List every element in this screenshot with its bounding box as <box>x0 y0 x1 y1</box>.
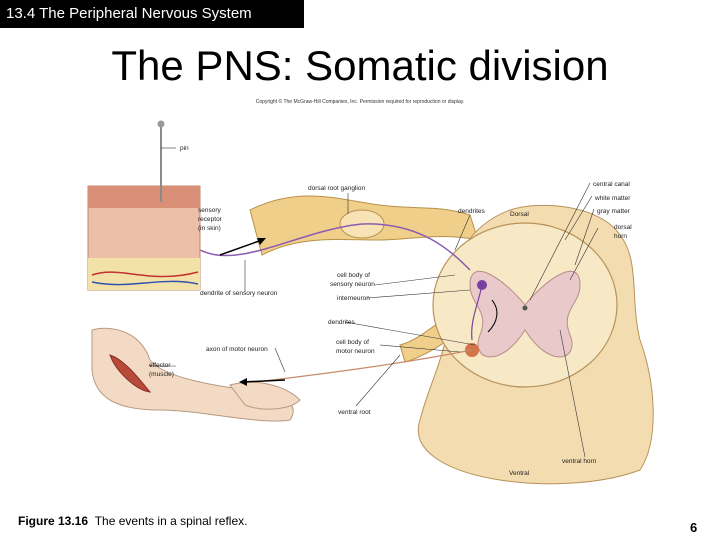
label-white-matter: white matter <box>594 195 631 202</box>
label-cell-body-sensory-1: cell body of <box>337 272 370 279</box>
hand <box>229 381 301 410</box>
label-interneuron: interneuron <box>337 295 370 302</box>
label-dorsal-horn-1: dorsal <box>614 224 632 231</box>
arrow-interneuron <box>487 299 498 333</box>
label-cell-body-motor-2: motor neuron <box>336 348 375 355</box>
copyright-notice: Copyright © The McGraw-Hill Companies, I… <box>255 99 465 105</box>
effector-muscle <box>109 354 152 393</box>
skin-vein <box>91 280 199 286</box>
label-gray-matter: gray matter <box>597 208 631 215</box>
figure-caption: Figure 13.16 The events in a spinal refl… <box>18 514 247 528</box>
leader-lines <box>150 147 599 458</box>
arrowhead-sensory <box>257 238 266 245</box>
label-dorsal: Dorsal <box>510 211 529 218</box>
section-header-bar <box>0 0 304 28</box>
figure-caption-text: The events in a spinal reflex. <box>94 514 248 528</box>
label-cell-body-sensory-2: sensory neuron <box>330 281 375 288</box>
gray-matter-shape <box>469 270 581 358</box>
pin-head <box>157 120 165 128</box>
label-dorsal-horn-2: horn <box>614 233 627 240</box>
label-sensory-receptor-3: (in skin) <box>198 225 221 232</box>
label-ventral: Ventral <box>509 470 530 477</box>
figure-number: Figure 13.16 <box>18 514 89 528</box>
label-sensory-receptor-1: sensory <box>198 207 222 214</box>
arrow-motor <box>242 379 286 383</box>
label-pin: pin <box>180 145 189 152</box>
central-canal-dot <box>522 305 528 311</box>
label-effector-1: effector <box>149 362 171 369</box>
label-dendrites-top: dendrites <box>458 208 485 215</box>
label-axon-motor: axon of motor neuron <box>206 346 268 353</box>
label-effector-2: (muscle) <box>149 371 174 378</box>
epidermis <box>88 186 200 208</box>
label-ventral-horn: ventral horn <box>562 458 597 465</box>
label-central-canal: central canal <box>593 181 630 188</box>
label-cell-body-motor-1: cell body of <box>336 339 369 346</box>
label-dendrite-sensory: dendrite of sensory neuron <box>200 290 278 297</box>
sensory-neuron-axon <box>199 223 471 271</box>
arrowhead-motor <box>239 378 247 386</box>
label-sensory-receptor-2: receptor <box>198 216 223 223</box>
interneuron-process <box>471 284 483 341</box>
arrow-sensory <box>219 239 263 256</box>
subcutaneous-fat <box>88 258 200 290</box>
motor-neuron-axon <box>229 349 473 386</box>
label-dendrites-mid: dendrites <box>328 319 355 326</box>
page-number: 6 <box>690 520 698 535</box>
label-dorsal-root-ganglion: dorsal root ganglion <box>308 185 365 192</box>
section-header: 13.4 The Peripheral Nervous System <box>6 5 252 22</box>
slide-title: The PNS: Somatic division <box>111 42 609 89</box>
skin-blood-vessels <box>91 271 199 278</box>
label-ventral-root: ventral root <box>338 409 371 416</box>
